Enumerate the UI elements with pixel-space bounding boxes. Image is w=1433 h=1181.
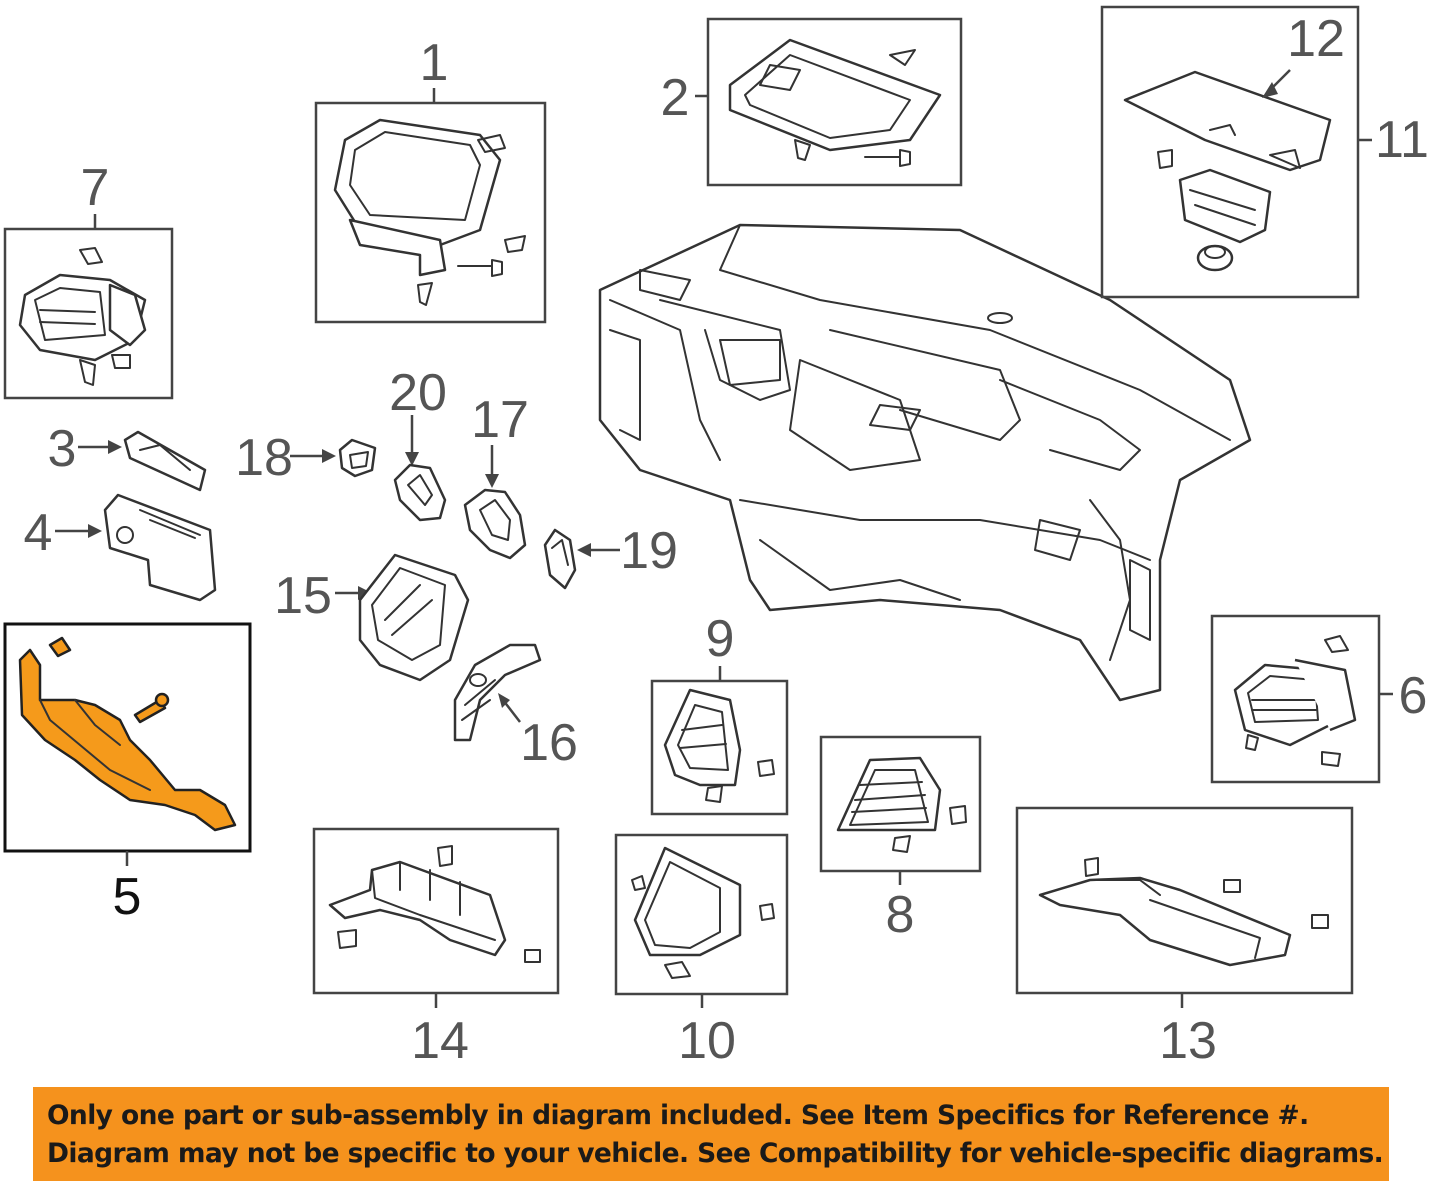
callout-18: 18 bbox=[235, 429, 293, 487]
part-5-group bbox=[3, 622, 252, 866]
part-10-group bbox=[614, 833, 789, 1008]
callout-10: 10 bbox=[678, 1012, 736, 1070]
part-3 bbox=[78, 430, 207, 492]
callout-20: 20 bbox=[389, 364, 447, 422]
part-4 bbox=[55, 493, 217, 602]
dashboard-assembly bbox=[598, 223, 1252, 702]
part-14-group bbox=[312, 827, 560, 1008]
callout-6: 6 bbox=[1399, 667, 1428, 725]
part-11-12-group bbox=[1100, 5, 1372, 299]
callout-13: 13 bbox=[1159, 1012, 1217, 1070]
callout-11: 11 bbox=[1375, 111, 1429, 169]
callout-2: 2 bbox=[661, 69, 690, 127]
callout-7: 7 bbox=[81, 159, 110, 217]
part-7-group bbox=[3, 214, 174, 400]
callout-3: 3 bbox=[48, 420, 77, 478]
callout-12: 12 bbox=[1287, 10, 1345, 68]
callout-16: 16 bbox=[520, 714, 578, 772]
callout-17: 17 bbox=[471, 391, 529, 449]
callout-4: 4 bbox=[24, 504, 53, 562]
part-2-group bbox=[695, 17, 963, 187]
disclaimer-banner: Only one part or sub-assembly in diagram… bbox=[33, 1087, 1389, 1181]
parts-15-20 bbox=[290, 415, 620, 742]
disclaimer-line-1: Only one part or sub-assembly in diagram… bbox=[47, 1100, 1309, 1131]
callout-15: 15 bbox=[274, 567, 332, 625]
part-1-group bbox=[314, 88, 547, 324]
disclaimer-line-2: Diagram may not be specific to your vehi… bbox=[47, 1138, 1384, 1169]
callout-5: 5 bbox=[113, 868, 142, 926]
callout-9: 9 bbox=[706, 610, 735, 668]
callout-8: 8 bbox=[886, 886, 915, 944]
callout-19: 19 bbox=[620, 522, 678, 580]
part-9-group bbox=[650, 666, 789, 816]
callout-14: 14 bbox=[411, 1012, 469, 1070]
callout-1: 1 bbox=[420, 34, 449, 92]
part-13-group bbox=[1015, 806, 1354, 1008]
part-5-highlighted bbox=[18, 648, 237, 832]
part-6-group bbox=[1210, 614, 1393, 784]
part-8-group bbox=[819, 735, 982, 885]
